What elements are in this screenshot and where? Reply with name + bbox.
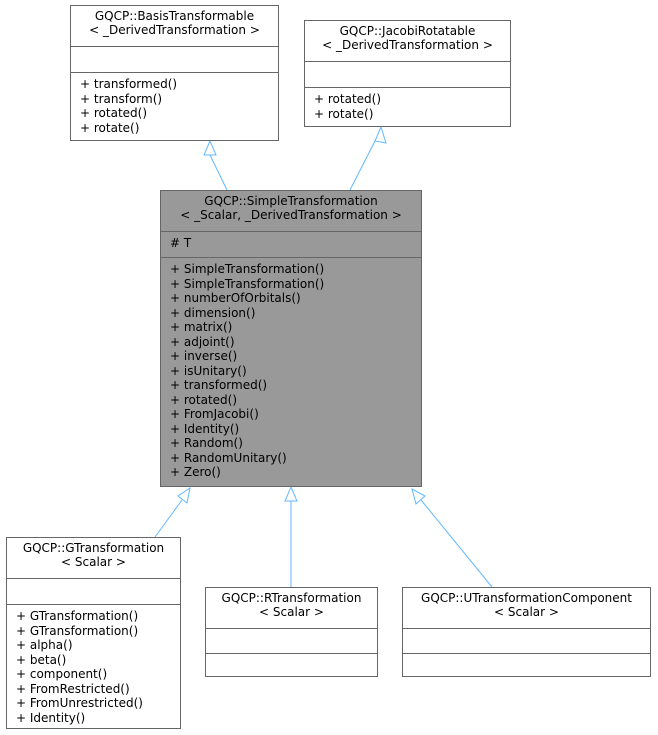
class-title: GQCP::UTransformationComponent < Scalar … bbox=[403, 588, 650, 628]
method-item[interactable]: + GTransformation() bbox=[16, 623, 139, 638]
arrowhead-jacobi bbox=[374, 125, 387, 144]
method-item[interactable]: + inverse() bbox=[170, 349, 238, 363]
class-simple-transformation[interactable]: GQCP::SimpleTransformation < _Scalar, _D… bbox=[160, 190, 422, 487]
attributes-section bbox=[403, 628, 650, 653]
edge-simple-to-basis bbox=[209, 154, 228, 191]
template-params: < _DerivedTransformation > bbox=[322, 38, 493, 52]
method-item[interactable]: + isUnitary() bbox=[170, 363, 247, 378]
methods-section bbox=[206, 653, 377, 676]
class-title: GQCP::BasisTransformable < _DerivedTrans… bbox=[71, 6, 278, 46]
method-item[interactable]: + beta() bbox=[16, 652, 67, 667]
class-name: GQCP::SimpleTransformation bbox=[204, 194, 378, 208]
attributes-section bbox=[206, 628, 377, 653]
class-basis-transformable[interactable]: GQCP::BasisTransformable < _DerivedTrans… bbox=[70, 5, 279, 141]
arrowhead-rtrans bbox=[284, 485, 298, 502]
method-item[interactable]: + Identity() bbox=[170, 421, 240, 436]
attribute-item[interactable]: # T bbox=[170, 236, 192, 250]
template-params: < _DerivedTransformation > bbox=[89, 23, 260, 37]
method-item[interactable]: + numberOfOrbitals() bbox=[170, 291, 301, 305]
method-item[interactable]: + FromJacobi() bbox=[170, 407, 259, 421]
method-item[interactable]: + adjoint() bbox=[170, 334, 235, 349]
attributes-section bbox=[7, 578, 180, 604]
attributes-section: # T bbox=[161, 231, 421, 257]
methods-section: + SimpleTransformation() + SimpleTransfo… bbox=[161, 257, 421, 480]
methods-section: + transformed() + transform() + rotated(… bbox=[71, 72, 278, 135]
class-name: GQCP::JacobiRotatable bbox=[339, 24, 476, 38]
method-item[interactable]: + rotated() bbox=[314, 92, 382, 106]
method-item[interactable]: + Identity() bbox=[16, 710, 86, 725]
method-item[interactable]: + SimpleTransformation() bbox=[170, 262, 325, 276]
method-item[interactable]: + FromUnrestricted() bbox=[16, 696, 143, 710]
method-item[interactable]: + alpha() bbox=[16, 638, 73, 652]
arrowhead-utrans bbox=[411, 488, 426, 505]
class-title: GQCP::GTransformation < Scalar > bbox=[7, 538, 180, 578]
method-item[interactable]: + matrix() bbox=[170, 320, 233, 334]
method-item[interactable]: + rotated() bbox=[80, 106, 148, 120]
class-name: GQCP::GTransformation bbox=[22, 541, 165, 555]
class-name: GQCP::RTransformation bbox=[221, 591, 362, 605]
edge-gtrans-to-simple bbox=[154, 499, 183, 538]
arrowhead-basis bbox=[203, 139, 217, 156]
method-item[interactable]: + transformed() bbox=[80, 77, 178, 91]
method-item[interactable]: + rotated() bbox=[170, 392, 238, 407]
template-params: < Scalar > bbox=[61, 555, 126, 569]
class-title: GQCP::SimpleTransformation < _Scalar, _D… bbox=[161, 191, 421, 231]
methods-section: + rotated() + rotate() bbox=[305, 87, 510, 121]
method-item[interactable]: + dimension() bbox=[170, 305, 256, 320]
edge-utrans-to-simple bbox=[420, 499, 493, 588]
class-title: GQCP::JacobiRotatable < _DerivedTransfor… bbox=[305, 21, 510, 61]
class-g-transformation[interactable]: GQCP::GTransformation < Scalar > + GTran… bbox=[6, 537, 181, 729]
class-name: GQCP::BasisTransformable bbox=[94, 9, 255, 23]
method-item[interactable]: + rotate() bbox=[314, 106, 374, 121]
template-params: < _Scalar, _DerivedTransformation > bbox=[180, 208, 402, 222]
method-item[interactable]: + Zero() bbox=[170, 465, 221, 479]
method-item[interactable]: + FromRestricted() bbox=[16, 681, 130, 696]
method-item[interactable]: + SimpleTransformation() bbox=[170, 276, 325, 291]
method-item[interactable]: + transformed() bbox=[170, 378, 268, 392]
template-params: < Scalar > bbox=[494, 605, 559, 619]
class-name: GQCP::UTransformationComponent bbox=[421, 591, 632, 605]
method-item[interactable]: + component() bbox=[16, 667, 108, 681]
method-item[interactable]: + transform() bbox=[80, 91, 163, 106]
method-item[interactable]: + rotate() bbox=[80, 120, 140, 135]
attributes-section bbox=[305, 61, 510, 87]
method-item[interactable]: + Random() bbox=[170, 436, 243, 450]
methods-section: + GTransformation() + GTransformation() … bbox=[7, 604, 180, 725]
method-item[interactable]: + GTransformation() bbox=[16, 609, 139, 623]
template-params: < Scalar > bbox=[259, 605, 324, 619]
edge-simple-to-jacobi bbox=[349, 140, 376, 191]
methods-section bbox=[403, 653, 650, 676]
class-r-transformation[interactable]: GQCP::RTransformation < Scalar > bbox=[205, 587, 378, 677]
attributes-section bbox=[71, 46, 278, 72]
method-item[interactable]: + RandomUnitary() bbox=[170, 450, 287, 465]
class-title: GQCP::RTransformation < Scalar > bbox=[206, 588, 377, 628]
arrowhead-gtrans bbox=[177, 486, 191, 504]
class-jacobi-rotatable[interactable]: GQCP::JacobiRotatable < _DerivedTransfor… bbox=[304, 20, 511, 127]
class-u-transformation-component[interactable]: GQCP::UTransformationComponent < Scalar … bbox=[402, 587, 651, 677]
